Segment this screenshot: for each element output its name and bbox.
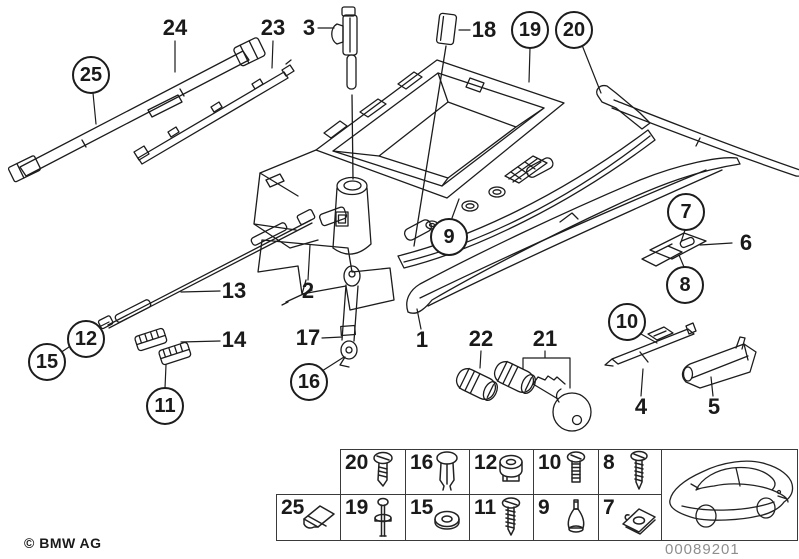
legend-part-number: 16 — [410, 451, 434, 474]
part-17-strap-drawing — [340, 266, 360, 367]
callout-25-circled[interactable]: 25 — [72, 56, 110, 94]
legend-part-number: 8 — [603, 451, 615, 474]
speed-nut-clip-icon — [622, 507, 656, 535]
legend-cell-16[interactable]: 16 — [405, 449, 470, 495]
copyright-text: © BMW AG — [24, 535, 102, 551]
housing-latch-hook — [597, 86, 650, 129]
part-14-clips-drawing — [134, 328, 191, 366]
washer-icon — [434, 510, 460, 530]
housing-shelf — [398, 130, 655, 268]
callout-21[interactable]: 21 — [532, 326, 558, 351]
part-24-rail-drawing — [8, 37, 266, 182]
part-4-bracket-drawing — [605, 323, 696, 366]
part-6-bracket-drawing — [642, 233, 706, 266]
legend-part-number: 12 — [474, 451, 498, 474]
legend-cell-10[interactable]: 10 — [533, 449, 599, 495]
legend-part-number: 9 — [538, 496, 550, 519]
callout-2[interactable]: 2 — [301, 278, 315, 303]
callout-20-circled[interactable]: 20 — [555, 11, 593, 49]
callout-24[interactable]: 24 — [162, 15, 188, 40]
legend-cell-25[interactable]: 25 — [276, 494, 341, 541]
legend-part-number: 11 — [474, 496, 497, 519]
callout-3[interactable]: 3 — [302, 15, 316, 40]
legend-cell-12[interactable]: 12 — [469, 449, 534, 495]
part-18-guide-line — [414, 46, 446, 246]
expansion-rivet-icon — [436, 451, 458, 491]
callout-7-circled[interactable]: 7 — [667, 193, 705, 231]
part-23-rail-drawing — [134, 60, 294, 164]
callout-1[interactable]: 1 — [415, 327, 429, 352]
callout-11-circled[interactable]: 11 — [146, 387, 184, 425]
legend-cell-9[interactable]: 9 — [533, 494, 599, 541]
edge-clip-icon — [303, 504, 335, 529]
housing-floor — [379, 102, 516, 178]
car-rear-three-quarter-icon — [669, 460, 794, 528]
legend-part-number: 25 — [281, 496, 305, 519]
legend-cell-15[interactable]: 15 — [405, 494, 470, 541]
diagram-number-text: 00089201 — [665, 541, 740, 558]
callout-6[interactable]: 6 — [739, 230, 753, 255]
callout-16-circled[interactable]: 16 — [290, 363, 328, 401]
callout-18[interactable]: 18 — [471, 17, 497, 42]
part-21-key-drawing — [533, 376, 591, 431]
leader-bracket-21 — [523, 351, 570, 388]
legend-part-number: 7 — [603, 496, 615, 519]
vehicle-thumbnail-cell — [661, 449, 798, 541]
part-21-lock-cylinder-drawing — [491, 358, 538, 396]
part-22-lock-cylinder-drawing — [453, 365, 500, 403]
grommet-nut-icon — [499, 454, 523, 482]
legend-cell-8[interactable]: 8 — [598, 449, 662, 495]
callout-4[interactable]: 4 — [634, 394, 648, 419]
machine-screw-icon — [566, 451, 586, 483]
legend-cell-11[interactable]: 11 — [469, 494, 534, 541]
tapping-screw-icon — [630, 450, 648, 490]
housing-hatch-patch — [505, 156, 547, 183]
callout-15-circled[interactable]: 15 — [28, 343, 66, 381]
cone-plug-icon — [567, 498, 585, 533]
callout-13[interactable]: 13 — [221, 278, 247, 303]
part-5-bracket-drawing — [683, 337, 756, 388]
legend-part-number: 19 — [345, 496, 369, 519]
callout-19-circled[interactable]: 19 — [511, 11, 549, 49]
pan-head-screw-icon — [373, 451, 393, 487]
callout-10-circled[interactable]: 10 — [608, 303, 646, 341]
part-18-cover-drawing — [436, 13, 457, 45]
part-13-cable-drawing — [98, 209, 316, 329]
callout-17[interactable]: 17 — [295, 325, 321, 350]
upper-trim-strip-drawing — [612, 100, 799, 176]
callout-14[interactable]: 14 — [221, 327, 247, 352]
legend-cell-19[interactable]: 19 — [340, 494, 406, 541]
callout-9-circled[interactable]: 9 — [430, 218, 468, 256]
legend-part-number: 20 — [345, 451, 369, 474]
housing-outer-rim — [316, 60, 564, 198]
legend-part-number: 15 — [410, 496, 434, 519]
part-2-housing-drawing — [254, 60, 655, 310]
expansion-pin-icon — [374, 497, 392, 537]
callout-23[interactable]: 23 — [260, 15, 286, 40]
coarse-thread-screw-icon — [501, 496, 521, 536]
legend-part-number: 10 — [538, 451, 562, 474]
part-1-lid-drawing — [407, 158, 740, 314]
callout-12-circled[interactable]: 12 — [67, 320, 105, 358]
leader-lines — [60, 28, 732, 396]
callout-8-circled[interactable]: 8 — [666, 266, 704, 304]
callout-5[interactable]: 5 — [707, 394, 721, 419]
legend-cell-7[interactable]: 7 — [598, 494, 662, 541]
callout-22[interactable]: 22 — [468, 326, 494, 351]
legend-cell-20[interactable]: 20 — [340, 449, 406, 495]
